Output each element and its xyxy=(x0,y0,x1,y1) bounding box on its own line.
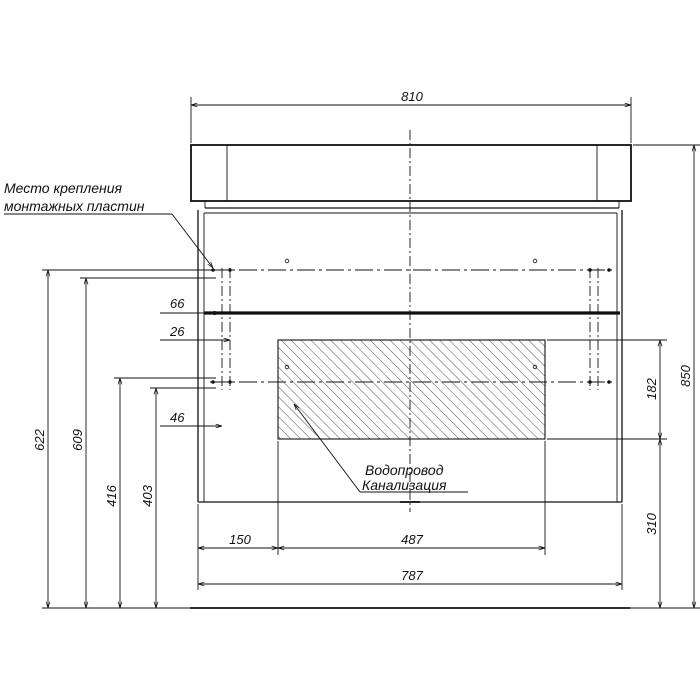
dim-310-label: 310 xyxy=(644,512,659,534)
dim-850: 850 xyxy=(630,144,700,609)
dim-66: 66 xyxy=(160,296,220,313)
cabinet-body xyxy=(197,210,623,503)
dim-622: 622 xyxy=(32,269,216,608)
mount-note-line1: Место крепления xyxy=(4,180,123,196)
dim-46-label: 46 xyxy=(170,410,185,425)
dim-487: 487 xyxy=(278,441,546,555)
dim-150: 150 xyxy=(197,441,279,590)
dim-787-label: 787 xyxy=(401,568,423,583)
dim-182-label: 182 xyxy=(644,377,659,399)
utility-niche xyxy=(277,339,546,440)
dim-810: 810 xyxy=(190,89,632,143)
dim-810-label: 810 xyxy=(401,89,423,104)
mount-note-line2: монтажных пластин xyxy=(4,198,145,214)
dim-609: 609 xyxy=(70,277,216,608)
dim-850-label: 850 xyxy=(678,364,693,386)
dim-487-label: 487 xyxy=(401,532,423,547)
utility-note-line1: Водопровод xyxy=(365,462,444,478)
dim-403-label: 403 xyxy=(140,484,155,506)
dim-26-label: 26 xyxy=(169,324,185,339)
dim-622-label: 622 xyxy=(32,428,47,450)
dim-403: 403 xyxy=(140,387,216,608)
dim-310: 310 xyxy=(644,439,660,608)
dim-182: 182 xyxy=(547,339,667,440)
dim-26: 26 xyxy=(160,324,230,340)
dim-416: 416 xyxy=(104,377,216,608)
dim-46: 46 xyxy=(160,410,222,426)
utility-note: Водопровод Канализация xyxy=(294,404,468,493)
dim-66-label: 66 xyxy=(170,296,185,311)
dim-150-label: 150 xyxy=(229,532,251,547)
dim-609-label: 609 xyxy=(70,429,85,451)
mount-note: Место крепления монтажных пластин xyxy=(4,180,213,268)
washbasin xyxy=(190,144,632,209)
dim-787: 787 xyxy=(198,504,623,590)
utility-note-line2: Канализация xyxy=(362,477,447,493)
dim-416-label: 416 xyxy=(104,484,119,506)
